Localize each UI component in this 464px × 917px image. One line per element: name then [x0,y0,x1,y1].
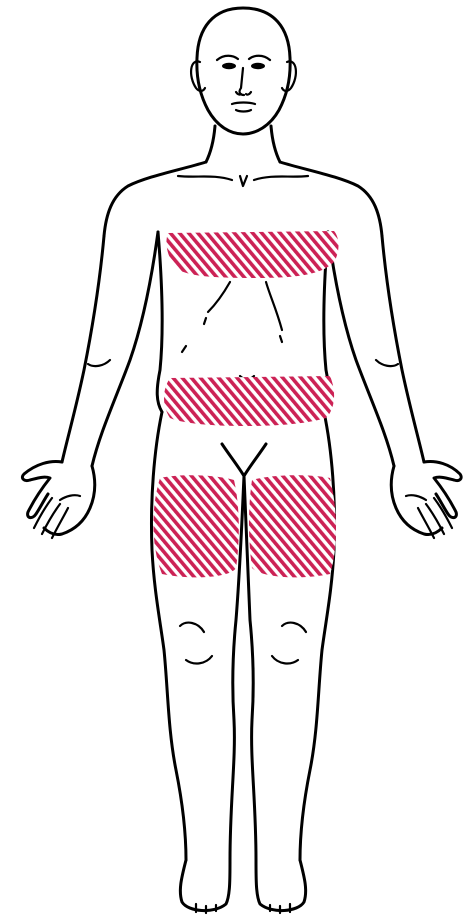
right-thigh-region [249,475,336,577]
right-hand [391,462,461,539]
head [191,8,296,134]
lower-abdomen-region [164,376,334,426]
left-hand [22,462,94,539]
feet [180,860,305,913]
left-thigh-region [153,475,238,577]
chest-region [166,231,338,278]
